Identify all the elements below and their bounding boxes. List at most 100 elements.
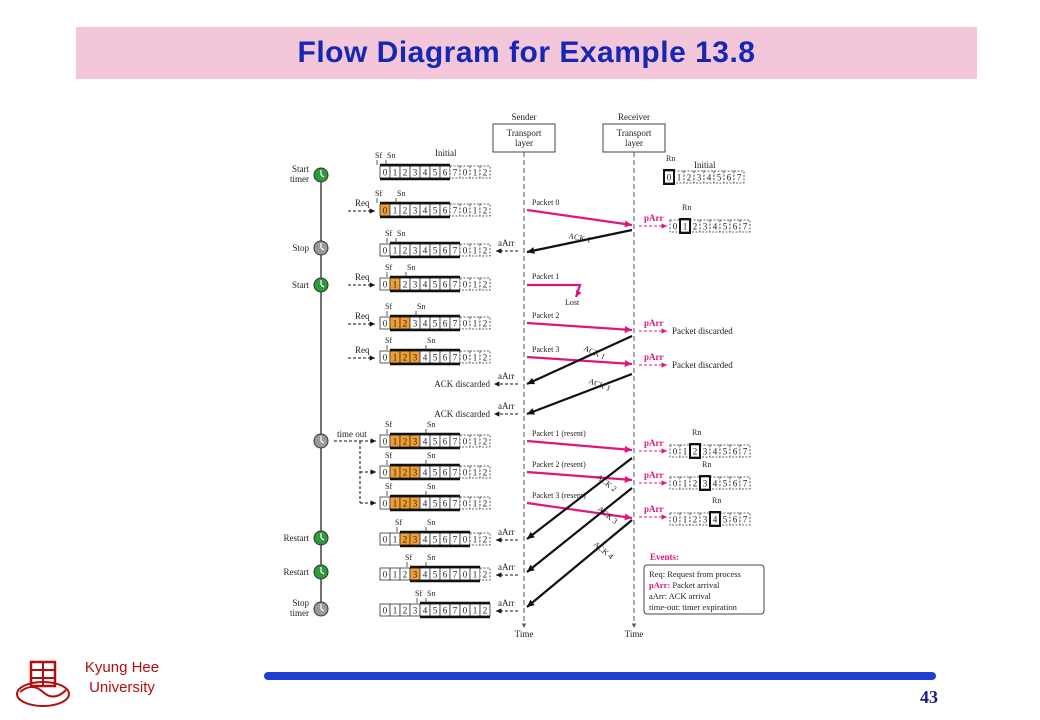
sf-pointer: Sf: [385, 229, 392, 238]
window-cell-label: 1: [473, 206, 478, 216]
timer-label: Stop: [292, 598, 309, 608]
timer-label: Start: [292, 164, 309, 174]
window-cell-label: 1: [473, 353, 478, 363]
sf-pointer: Sf: [375, 189, 382, 198]
window-cell-label: 0: [383, 353, 388, 363]
window-cell-label: 7: [453, 468, 458, 478]
packet-arrow-head: [624, 360, 632, 367]
window-cell-label: 1: [393, 280, 398, 290]
receiver-time-head: [631, 623, 637, 628]
aarr-label: aArr: [498, 238, 515, 248]
receiver-cell-label: 5: [723, 447, 728, 457]
window-cell-label: 5: [433, 437, 438, 447]
aarr-arrow-head: [494, 381, 500, 387]
window-cell-label: 0: [463, 468, 468, 478]
sn-pointer: Sn: [407, 263, 415, 272]
receiver-cell-label: 1: [683, 515, 688, 525]
ack-arrow-head: [527, 377, 535, 385]
timer-hand: [320, 440, 325, 444]
window-cell-label: 1: [393, 499, 398, 509]
receiver-cell-label: 7: [737, 173, 742, 183]
window-cell-label: 4: [423, 168, 428, 178]
window-cell-label: 2: [403, 535, 408, 545]
window-cell-label: 2: [403, 437, 408, 447]
ack-arrow-head: [527, 247, 535, 254]
receiver-window-bracket: [689, 443, 701, 459]
window-cell-label: 1: [473, 246, 478, 256]
window-cell-label: 0: [383, 535, 388, 545]
packet-label: Packet 2 (resent): [532, 460, 586, 469]
window-cell: [479, 567, 491, 581]
window-cell-label: 2: [483, 353, 488, 363]
window-cell-label: 6: [443, 206, 448, 216]
receiver-cell: [739, 219, 751, 233]
window-cell: [479, 350, 491, 364]
window-cell-label: 2: [483, 206, 488, 216]
packet-arrow: [526, 501, 633, 520]
window-cell-label: 1: [473, 280, 478, 290]
window-cell-label: 5: [433, 606, 438, 616]
window-cell-label: 5: [433, 499, 438, 509]
receiver-cell: [739, 444, 751, 458]
window-cell-label: 3: [413, 206, 418, 216]
window-cell-label: 2: [483, 468, 488, 478]
packet-arrow-head: [624, 475, 632, 483]
event-item: time-out: timer expiration: [649, 602, 738, 612]
window-cell-label: 3: [413, 499, 418, 509]
window-cell-label: 0: [463, 535, 468, 545]
window-cell-label: 4: [423, 319, 428, 329]
window-cell-label: 1: [473, 535, 478, 545]
window-cell-label: 5: [433, 468, 438, 478]
packet-arrow-head: [624, 326, 632, 333]
window-cell-label: 1: [393, 606, 398, 616]
ack-arrow-head: [527, 531, 535, 539]
event-item: pArr: Packet arrival: [649, 580, 720, 590]
aarr-label: aArr: [498, 527, 515, 537]
parr-arrow-head: [661, 223, 667, 229]
ack-label: ACK 1: [582, 344, 607, 362]
rn-pointer: Rn: [702, 460, 711, 469]
window-cell-label: 2: [483, 319, 488, 329]
sn-pointer: Sn: [427, 553, 435, 562]
receiver-cell-label: 2: [693, 515, 698, 525]
receiver-cell-label: 6: [727, 173, 732, 183]
parr-arrow-head: [661, 362, 667, 368]
window-cell-label: 0: [463, 437, 468, 447]
packet-discarded-label: Packet discarded: [672, 326, 733, 336]
window-cell-label: 7: [453, 280, 458, 290]
parr-label: pArr: [644, 318, 664, 328]
ack-arrow: [526, 519, 633, 608]
receiver-transport-box-line1: Transport: [617, 128, 652, 138]
lost-packet-head: [576, 290, 582, 297]
window-cell-label: 0: [383, 319, 388, 329]
ack-discarded-1: ACK discarded: [434, 379, 490, 389]
parr-arrow-head: [661, 480, 667, 486]
packet-label: Packet 1: [532, 272, 559, 281]
window-cell-label: 5: [433, 206, 438, 216]
window-cell-label: 1: [473, 606, 478, 616]
window-cell: [479, 434, 491, 448]
packet-arrow: [526, 208, 633, 227]
parr-label: pArr: [644, 504, 664, 514]
window-cell-label: 4: [423, 206, 428, 216]
window-cell-label: 0: [383, 206, 388, 216]
window-cell-label: 0: [463, 280, 468, 290]
window-cell-label: 3: [413, 280, 418, 290]
aarr-label: aArr: [498, 371, 515, 381]
parr-label: pArr: [644, 470, 664, 480]
timer-label: Restart: [284, 567, 310, 577]
events-title: Events:: [650, 552, 679, 562]
window-cell-label: 1: [393, 468, 398, 478]
event-item: aArr: ACK arrival: [649, 591, 711, 601]
rn-pointer: Rn: [712, 496, 721, 505]
receiver-transport-box-line2: layer: [625, 138, 643, 148]
window-cell-label: 0: [463, 319, 468, 329]
aarr-arrow-head: [496, 608, 502, 614]
packet-label: Packet 3 (resent): [532, 491, 586, 500]
window-cell-label: 1: [393, 535, 398, 545]
initial-label: Initial: [435, 148, 457, 158]
receiver-cell-label: 6: [733, 479, 738, 489]
sf-pointer: Sf: [385, 263, 392, 272]
window-cell-label: 1: [393, 246, 398, 256]
window-cell-label: 0: [463, 168, 468, 178]
